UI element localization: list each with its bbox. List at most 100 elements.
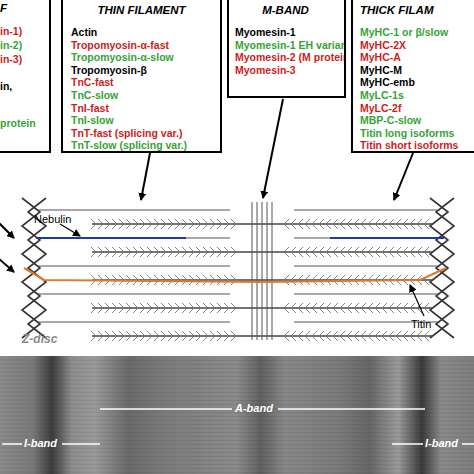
band-label: I-band [425, 437, 458, 449]
myosin-head [291, 331, 296, 341]
myosin-head [154, 331, 159, 341]
myosin-head [161, 219, 166, 229]
myosin-head [112, 303, 117, 313]
myosin-head [147, 331, 152, 341]
myosin-head [396, 247, 401, 257]
titin-line [24, 268, 446, 282]
leader-arrows [394, 153, 413, 200]
protein-name: TnI-fast [71, 102, 220, 115]
protein-name: Titin short isoforms [360, 139, 474, 152]
micrograph-texture [0, 436, 474, 437]
myosin-head [112, 219, 117, 229]
band-extent-lines [392, 443, 423, 445]
protein-name: MyLC-1s [360, 89, 474, 102]
myosin-head [182, 247, 187, 257]
myosin-head [224, 219, 229, 229]
micrograph-texture [0, 396, 474, 397]
myosin-head [319, 331, 324, 341]
m-band-line [252, 202, 253, 340]
myosin-head [105, 247, 110, 257]
myosin-head [291, 275, 296, 285]
myosin-head [312, 247, 317, 257]
myosin-head [305, 303, 310, 313]
myosin-head [196, 275, 201, 285]
myosin-head [403, 331, 408, 341]
myosin-head [119, 219, 124, 229]
myosin-head [305, 275, 310, 285]
myosin-head [175, 331, 180, 341]
protein-name: Tropomyosin-α-fast [71, 39, 220, 52]
myosin-head [126, 331, 131, 341]
myosin-head [217, 247, 222, 257]
myosin-head [231, 331, 236, 341]
myosin-head [361, 247, 366, 257]
myosin-head [112, 247, 117, 257]
protein-name: MyHC-emb [360, 76, 474, 89]
myosin-head [410, 219, 415, 229]
protein-name: in, [0, 80, 12, 93]
myosin-head [284, 219, 289, 229]
micrograph-texture [0, 376, 474, 377]
myosin-head [347, 247, 352, 257]
protein-name: TnC-fast [71, 76, 220, 89]
micrograph-texture [0, 472, 474, 473]
micrograph-texture [0, 368, 474, 369]
myosin-head [189, 303, 194, 313]
myosin-head [133, 247, 138, 257]
band-extent-lines [100, 408, 232, 410]
myosin-head [284, 247, 289, 257]
myosin-head [410, 331, 415, 341]
myosin-head [340, 303, 345, 313]
myosin-head [298, 247, 303, 257]
myosin-head [175, 247, 180, 257]
myosin-head [326, 303, 331, 313]
myosin-head [217, 275, 222, 285]
myosin-head [175, 275, 180, 285]
myosin-head [224, 331, 229, 341]
myosin-head [203, 247, 208, 257]
myosin-head [417, 247, 422, 257]
protein-name: Tropomyosin-α-slow [71, 51, 220, 64]
myosin-head [231, 219, 236, 229]
protein-name: in-2) [0, 39, 22, 52]
myosin-head [224, 275, 229, 285]
myosin-head [326, 275, 331, 285]
myosin-head [382, 331, 387, 341]
myosin-head [305, 331, 310, 341]
myosin-head [382, 247, 387, 257]
label-leaders [60, 224, 424, 316]
myosin-head [424, 331, 429, 341]
myosin-head [368, 303, 373, 313]
myosin-head [298, 219, 303, 229]
myosin-head [368, 331, 373, 341]
myosin-head [203, 219, 208, 229]
myosin-head [189, 247, 194, 257]
myosin-head [354, 331, 359, 341]
myosin-head [203, 331, 208, 341]
myosin-head [305, 219, 310, 229]
nebulin-line [330, 237, 444, 239]
box-heading: F [0, 2, 7, 15]
myosin-head [291, 247, 296, 257]
box-heading: M-BAND [235, 4, 336, 17]
myosin-head [347, 219, 352, 229]
myosin-head [189, 219, 194, 229]
myosin-head [168, 303, 173, 313]
myosin-head [291, 303, 296, 313]
protein-name: TnC-slow [71, 89, 220, 102]
myosin-head [354, 247, 359, 257]
myosin-head [203, 303, 208, 313]
myosin-head [284, 331, 289, 341]
myosin-head [410, 303, 415, 313]
myosin-head [312, 275, 317, 285]
myosin-head [340, 247, 345, 257]
micrograph-texture [0, 460, 474, 461]
myosin-head [224, 247, 229, 257]
micrograph-texture [0, 440, 474, 441]
myosin-head [196, 303, 201, 313]
myosin-head [231, 303, 236, 313]
band-extent-lines [278, 408, 425, 410]
myosin-head [312, 331, 317, 341]
myosin-head [126, 247, 131, 257]
myosin-head [396, 303, 401, 313]
